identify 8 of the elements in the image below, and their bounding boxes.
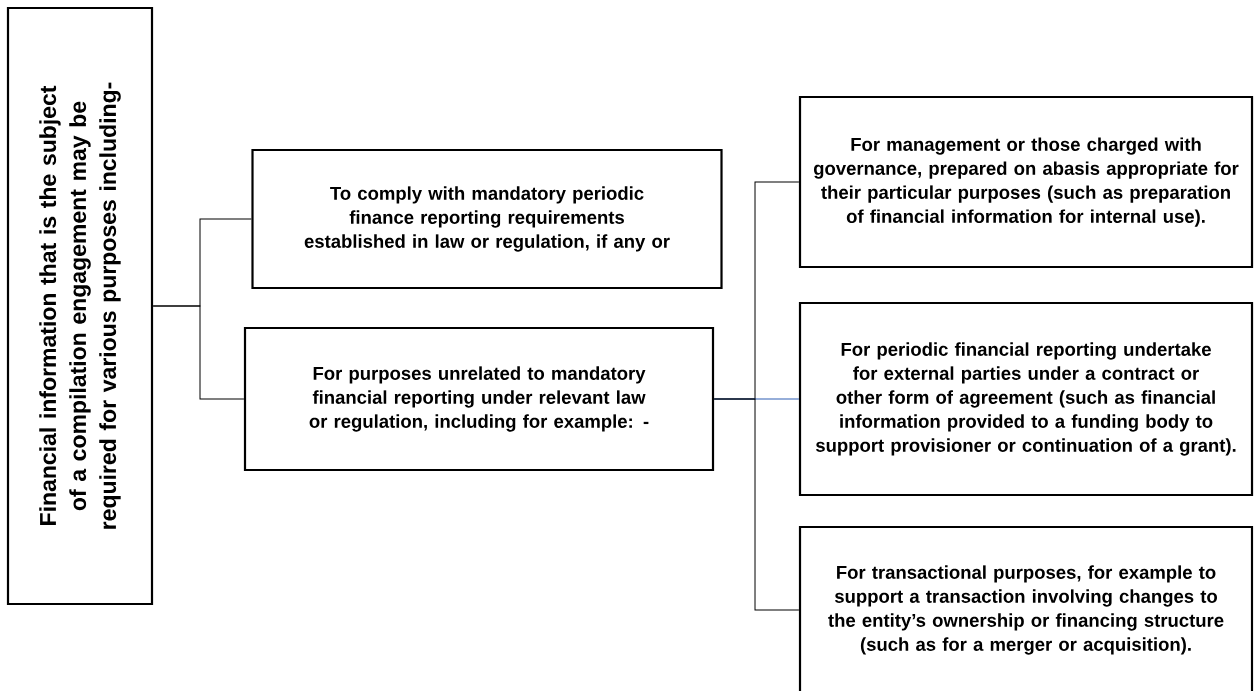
connector-line [713, 398, 800, 611]
text-box: For purposes unrelated to mandatory financial reporting under relevant law or regulation, including for example: - [243, 326, 715, 472]
text-box: For periodic financial reporting undertake for external parties under a contract or other form of agreement (such as financial information provided to a funding body to support provisioner or continuation of a grant). [798, 301, 1254, 497]
text-box: Financial information that is the subject of a compilation engagement may be required for various purposes including- [6, 6, 154, 606]
text-box: For management or those charged with governance, prepared on abasis appropriate for their particular purposes (such as preparation of financial information for internal use). [798, 95, 1254, 269]
text-box: To comply with mandatory periodic finance reporting requirements established in law or regulation, if any or [251, 148, 723, 290]
connector-line [152, 305, 245, 400]
text-box: For transactional purposes, for example to support a transaction involving changes to the entity’s ownership or financing structure (such as for a merger or acquisition). [798, 525, 1254, 691]
